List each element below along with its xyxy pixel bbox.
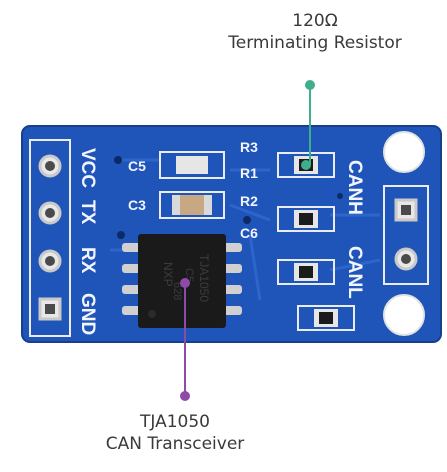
chip-brand: NXP	[161, 262, 175, 287]
mounting-hole-bottom	[383, 294, 425, 336]
transceiver-model-text: TJA1050	[140, 412, 210, 432]
pin-label-tx: TX	[77, 200, 98, 225]
resistor-callout-anchor	[301, 160, 311, 170]
transceiver-callout-label: TJA1050 CAN Transceiver	[60, 411, 290, 455]
pcb-traces	[110, 158, 381, 301]
resistor-description-text: Terminating Resistor	[228, 33, 402, 53]
pin-label-canh: CANH	[344, 160, 365, 215]
capacitor-c3	[172, 195, 212, 215]
pin-label-canl: CANL	[344, 246, 365, 299]
chip-model: TJA1050	[197, 254, 211, 302]
pin-label-gnd: GND	[77, 293, 98, 335]
resistor-callout-label: 120Ω Terminating Resistor	[205, 10, 425, 54]
transceiver-callout-anchor	[180, 278, 190, 288]
label-r1: R1	[240, 165, 258, 181]
label-c6: C6	[240, 225, 258, 241]
pin-label-vcc: VCC	[77, 148, 98, 188]
resistor-r4	[319, 312, 333, 324]
resistor-r2	[299, 213, 313, 225]
chip-code-2: 628	[171, 282, 183, 300]
left-header-outline	[29, 139, 71, 337]
transceiver-callout-dot	[180, 391, 190, 401]
capacitor-c5	[176, 156, 208, 174]
via	[243, 216, 251, 224]
label-c5: C5	[128, 158, 146, 174]
right-header-outline	[383, 185, 429, 285]
via	[117, 231, 125, 239]
left-pins	[38, 154, 62, 321]
label-r2: R2	[240, 193, 258, 209]
label-r3: R3	[240, 139, 258, 155]
mounting-hole-top	[383, 131, 425, 173]
transceiver-description-text: CAN Transceiver	[105, 434, 245, 454]
resistor-callout-dot	[305, 80, 315, 90]
resistor-value-text: 120Ω	[292, 11, 338, 31]
via	[114, 156, 122, 164]
resistor-r3	[299, 266, 313, 278]
via	[337, 193, 343, 199]
label-c3: C3	[128, 197, 146, 213]
pin-label-rx: RX	[77, 247, 98, 274]
